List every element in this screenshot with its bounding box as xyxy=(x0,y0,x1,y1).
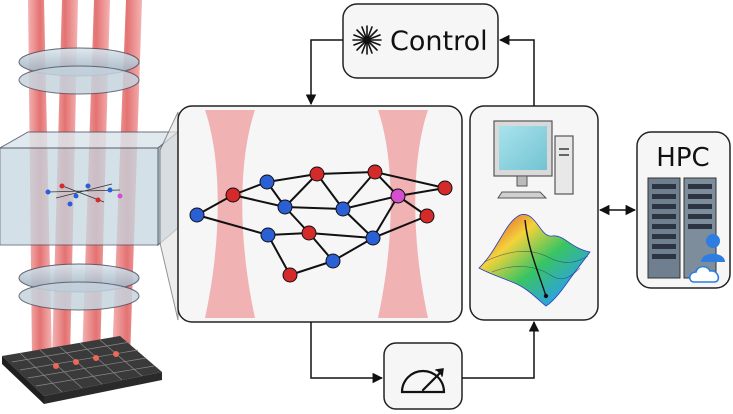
node xyxy=(309,166,325,182)
node xyxy=(301,225,317,241)
tweezer-beam-left xyxy=(205,110,255,318)
tweezer-beam-right xyxy=(378,110,428,318)
bottom-lens xyxy=(18,263,140,311)
node xyxy=(225,187,241,203)
graph-nodes xyxy=(189,164,453,283)
node xyxy=(367,164,383,180)
atom-lattice xyxy=(45,183,123,207)
starburst-icon xyxy=(352,25,382,55)
server-rack-icon xyxy=(647,177,717,279)
user-cloud-icon xyxy=(688,234,725,283)
node xyxy=(277,199,293,215)
node xyxy=(419,208,435,224)
flow-arrows xyxy=(305,34,637,384)
node xyxy=(325,253,341,269)
control-box: Control xyxy=(342,3,499,79)
control-label: Control xyxy=(390,26,488,57)
computation-box xyxy=(469,105,599,321)
node xyxy=(282,267,298,283)
glass-cell xyxy=(0,130,180,247)
node xyxy=(390,188,406,204)
node xyxy=(189,207,205,223)
camera-sensor xyxy=(2,336,162,404)
hpc-label: HPC xyxy=(656,143,709,173)
arrow-lattice-to-measurement xyxy=(310,322,384,384)
node xyxy=(260,227,276,243)
energy-landscape-surface-icon xyxy=(478,214,591,307)
measurement-box xyxy=(383,342,463,410)
optical-setup xyxy=(0,0,180,404)
hpc-box: HPC xyxy=(636,131,731,289)
sensor-highlights xyxy=(53,351,119,369)
top-lens xyxy=(18,47,140,95)
arrow-control-to-lattice xyxy=(305,39,343,106)
node xyxy=(437,180,453,196)
zoom-connector xyxy=(159,111,179,321)
arrow-computation-to-control xyxy=(498,34,535,106)
node xyxy=(365,230,381,246)
gauge-icon xyxy=(400,368,446,394)
desktop-computer-icon xyxy=(493,120,574,199)
arrow-measurement-to-computation xyxy=(462,320,540,379)
node xyxy=(259,174,275,190)
node xyxy=(335,201,351,217)
lattice-panel xyxy=(177,105,463,323)
